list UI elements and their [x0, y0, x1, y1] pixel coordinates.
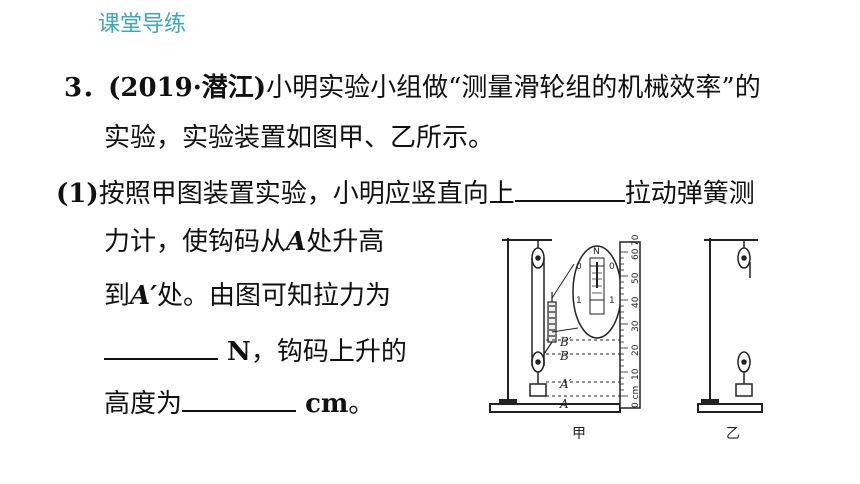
- ruler-label-30: 30: [631, 320, 641, 332]
- part-1-line-4: 力计，使钩码从A处升高: [104, 226, 384, 258]
- line5-text: 到: [104, 281, 131, 311]
- part-1-line-7: 高度为 cm。: [104, 384, 374, 420]
- question-intro: 小明实验小组做“测量滑轮组的机械效率”的: [266, 73, 761, 103]
- movable-pulley-icon: [529, 351, 547, 397]
- line5-text-cont: 处。由图可知拉力为: [157, 281, 392, 311]
- gauge-mark-1-left: 1: [576, 296, 582, 306]
- experiment-figure: N 0 0 1 1 B′ B A′ A 0 cm 10 20 30: [489, 234, 763, 442]
- fixed-pulley-icon: [531, 240, 545, 366]
- question-line-2: 实验，实验装置如图甲、乙所示。: [104, 122, 494, 154]
- point-a-prime: A′: [559, 377, 572, 391]
- section-header: 课堂导练: [98, 12, 187, 37]
- question-intro-cont: 实验，实验装置如图甲、乙所示。: [104, 123, 495, 153]
- part-1-line: (1)按照甲图装置实验，小明应竖直向上 拉动弹簧测: [56, 174, 755, 210]
- ruler-label-60: 60: [631, 248, 641, 260]
- var-a-prime: A′: [130, 281, 158, 311]
- gauge-mark-0-left: 0: [576, 262, 582, 272]
- label-yi: 乙: [726, 426, 740, 442]
- ruler-label-10: 10: [631, 368, 641, 380]
- gauge-mark-1-right: 1: [609, 296, 615, 306]
- ruler-label-70: 70: [631, 234, 641, 246]
- answer-blank-force[interactable]: [104, 332, 218, 360]
- unit-newton: N: [218, 337, 251, 367]
- line6-text: ，钩码上升的: [250, 337, 407, 367]
- line4-text-cont: 处升高: [306, 227, 385, 257]
- ruler: 0 cm 10 20 30 40 50 60 70: [619, 234, 641, 409]
- magnified-gauge: N 0 0 1 1: [551, 245, 622, 339]
- ruler-label-20: 20: [631, 344, 641, 356]
- question-source: (2019·潜江): [108, 73, 267, 103]
- ruler-label-0: 0 cm: [631, 386, 641, 408]
- point-b: B: [559, 349, 569, 363]
- ruler-label-50: 50: [631, 272, 641, 284]
- line4-text: 力计，使钩码从: [104, 227, 287, 257]
- answer-blank-direction[interactable]: [514, 174, 625, 202]
- label-jia: 甲: [572, 426, 586, 442]
- var-a: A: [286, 227, 307, 257]
- unit-cm: cm: [296, 389, 349, 419]
- height-guides: [546, 339, 620, 397]
- part-1-line-6: N，钩码上升的: [104, 332, 407, 368]
- gauge-mark-0-right: 0: [609, 262, 615, 272]
- question-number: 3．: [64, 73, 109, 103]
- part-1-prefix: (1): [56, 179, 99, 209]
- part-1-text: 按照甲图装置实验，小明应竖直向上: [98, 179, 515, 209]
- question-line-1: 3．(2019·潜江)小明实验小组做“测量滑轮组的机械效率”的: [64, 72, 761, 104]
- ruler-label-40: 40: [631, 296, 641, 308]
- pulley-yi-icon: [735, 240, 753, 397]
- part-1-text-cont: 拉动弹簧测: [624, 179, 755, 209]
- line7-text: 高度为: [104, 389, 183, 419]
- point-a: A: [559, 397, 569, 411]
- part-1-line-5: 到A′处。由图可知拉力为: [104, 280, 391, 312]
- spring-scale-icon: [543, 292, 557, 355]
- stand-yi: [697, 238, 763, 413]
- gauge-unit: N: [593, 247, 600, 257]
- line7-end: 。: [348, 389, 375, 419]
- point-b-prime: B′: [559, 335, 572, 349]
- answer-blank-height[interactable]: [182, 384, 297, 412]
